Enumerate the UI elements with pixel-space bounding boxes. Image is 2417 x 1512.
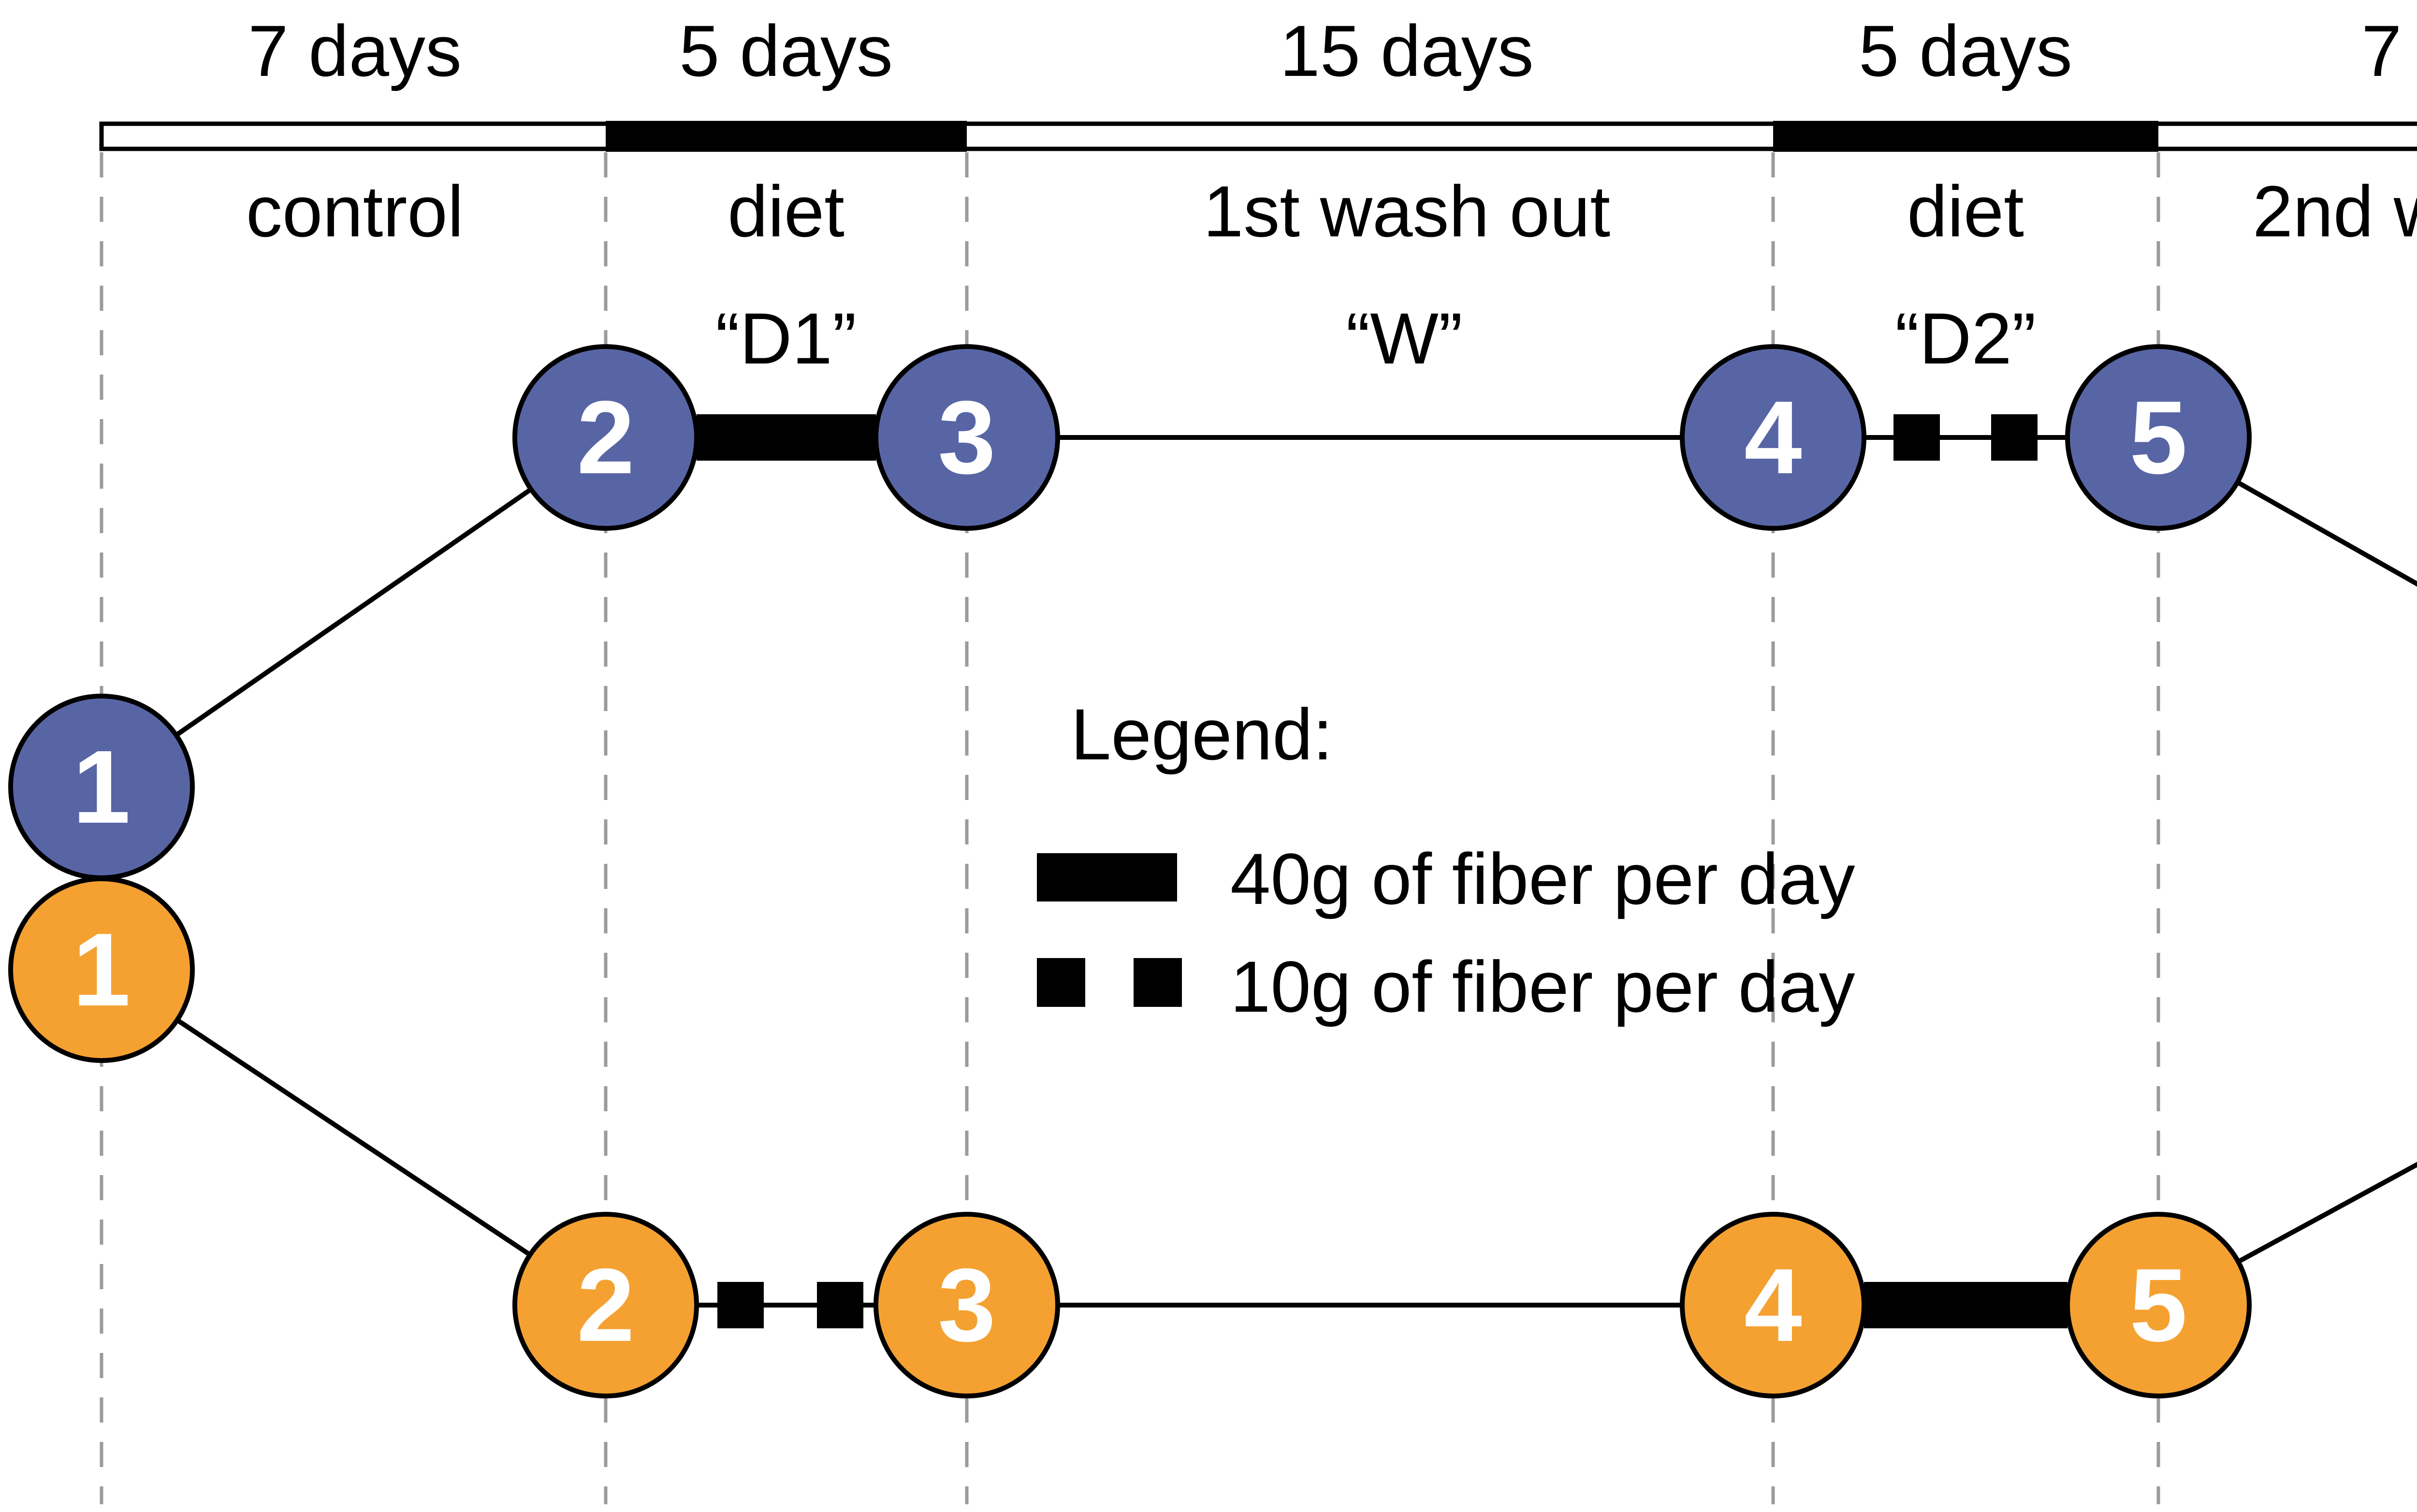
fiber-10g-square-top-a bbox=[1893, 414, 1940, 461]
fiber-10g-square-bottom-b bbox=[817, 1282, 863, 1328]
visit-number-bottom-3: 3 bbox=[938, 1247, 996, 1363]
legend-swatch-40g-icon bbox=[1037, 853, 1177, 901]
legend-item-40g-label: 40g of fiber per day bbox=[1230, 838, 1855, 919]
phase-name-label: control bbox=[246, 171, 464, 252]
phase-name-label: diet bbox=[728, 171, 844, 252]
phase-name-label: 2nd wash out bbox=[2252, 171, 2417, 252]
visit-node-bottom-3 bbox=[874, 1212, 1060, 1398]
visit-number-top-4: 4 bbox=[1744, 379, 1802, 495]
phase-code-label: “D1” bbox=[715, 298, 857, 379]
visit-number-top-3: 3 bbox=[938, 379, 996, 495]
legend-title: Legend: bbox=[1071, 694, 1333, 775]
visit-node-bottom-2 bbox=[512, 1212, 699, 1398]
visit-node-bottom-5 bbox=[2065, 1212, 2252, 1398]
visit-number-top-1: 1 bbox=[73, 728, 131, 845]
visit-node-top-4 bbox=[1680, 344, 1866, 531]
phase-duration-label: 5 days bbox=[679, 10, 893, 91]
visit-number-bottom-4: 4 bbox=[1744, 1247, 1802, 1363]
timeline-diet2-segment bbox=[1773, 121, 2158, 152]
visit-node-bottom-1 bbox=[8, 876, 195, 1063]
legend-swatch-10g-icon-a bbox=[1037, 958, 1085, 1007]
legend-item-10g-label: 10g of fiber per day bbox=[1230, 946, 1855, 1027]
visit-node-bottom-4 bbox=[1680, 1212, 1866, 1398]
timeline-diet1-segment bbox=[606, 121, 967, 152]
fiber-40g-bar-bottom bbox=[1864, 1282, 2068, 1328]
visit-node-top-5 bbox=[2065, 344, 2252, 531]
visit-node-top-3 bbox=[874, 344, 1060, 531]
legend-swatch-10g-icon-b bbox=[1134, 958, 1182, 1007]
visit-number-bottom-1: 1 bbox=[73, 911, 131, 1028]
connector-top-1-2 bbox=[100, 435, 607, 789]
connector-top-5-6 bbox=[2157, 435, 2417, 587]
connector-bottom-5-6 bbox=[2157, 1162, 2417, 1308]
fiber-40g-bar-top bbox=[697, 414, 876, 461]
fiber-10g-square-top-b bbox=[1991, 414, 2038, 461]
phase-duration-label: 5 days bbox=[1859, 10, 2072, 91]
visit-number-top-5: 5 bbox=[2129, 379, 2187, 495]
phase-code-label: “D2” bbox=[1895, 298, 2036, 379]
connector-bottom-1-2 bbox=[100, 967, 607, 1308]
visit-node-top-2 bbox=[512, 344, 699, 531]
fiber-10g-square-bottom-a bbox=[717, 1282, 764, 1328]
phase-duration-label: 7 days bbox=[248, 10, 462, 91]
phase-duration-label: 15 days bbox=[1280, 10, 1534, 91]
phase-code-label: “W” bbox=[1346, 298, 1463, 379]
phase-name-label: diet bbox=[1907, 171, 2024, 252]
phase-name-label: 1st wash out bbox=[1203, 171, 1611, 252]
visit-number-bottom-5: 5 bbox=[2129, 1247, 2187, 1363]
phase-duration-label: 7 days bbox=[2361, 10, 2417, 91]
visit-number-top-2: 2 bbox=[577, 379, 635, 495]
visit-number-bottom-2: 2 bbox=[577, 1247, 635, 1363]
